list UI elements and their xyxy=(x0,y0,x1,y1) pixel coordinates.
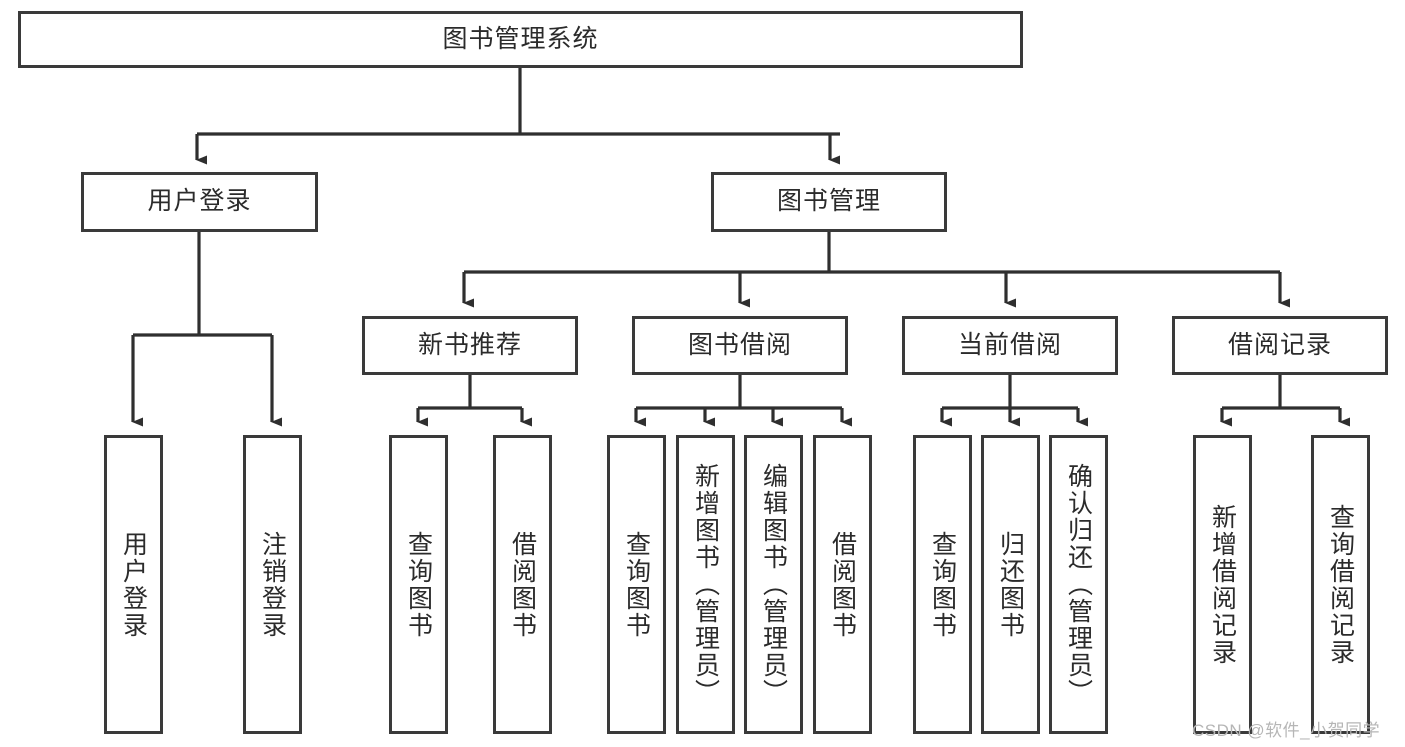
node-label: 注销登录 xyxy=(258,530,287,639)
leaf-new-book-borrow[interactable]: 借阅图书 xyxy=(493,435,552,734)
node-label: 查询图书 xyxy=(622,530,651,639)
node-borrow-record[interactable]: 借阅记录 xyxy=(1172,316,1388,375)
leaf-record-query[interactable]: 查询借阅记录 xyxy=(1311,435,1370,734)
node-label: 图书借阅 xyxy=(687,330,792,359)
node-label: 借阅图书 xyxy=(828,530,857,639)
node-label: 图书管理 xyxy=(776,187,881,216)
node-label: 确认归还（管理员） xyxy=(1064,463,1093,706)
leaf-user-login[interactable]: 用户登录 xyxy=(104,435,163,734)
node-label: 查询图书 xyxy=(928,530,957,639)
leaf-borrow-borrow-book[interactable]: 借阅图书 xyxy=(813,435,872,734)
leaf-current-return-book[interactable]: 归还图书 xyxy=(981,435,1040,734)
node-label: 编辑图书（管理员） xyxy=(759,463,788,706)
node-label: 当前借阅 xyxy=(957,330,1062,359)
node-label: 用户登录 xyxy=(119,530,148,639)
node-new-book-recommend[interactable]: 新书推荐 xyxy=(362,316,578,375)
node-book-borrow[interactable]: 图书借阅 xyxy=(632,316,848,375)
node-current-borrow[interactable]: 当前借阅 xyxy=(902,316,1118,375)
node-label: 查询借阅记录 xyxy=(1326,503,1355,666)
leaf-record-add[interactable]: 新增借阅记录 xyxy=(1193,435,1252,734)
leaf-borrow-edit-book[interactable]: 编辑图书（管理员） xyxy=(744,435,803,734)
leaf-borrow-query-book[interactable]: 查询图书 xyxy=(607,435,666,734)
node-label: 新增图书（管理员） xyxy=(691,463,720,706)
node-label: 借阅记录 xyxy=(1227,330,1332,359)
watermark-text: CSDN @软件_小贺同学 xyxy=(1192,721,1381,740)
leaf-borrow-add-book[interactable]: 新增图书（管理员） xyxy=(676,435,735,734)
leaf-new-book-query[interactable]: 查询图书 xyxy=(389,435,448,734)
node-label: 查询图书 xyxy=(404,530,433,639)
node-root-system[interactable]: 图书管理系统 xyxy=(18,11,1023,68)
node-book-manage[interactable]: 图书管理 xyxy=(711,172,947,232)
node-label: 新书推荐 xyxy=(417,330,522,359)
node-user-login[interactable]: 用户登录 xyxy=(81,172,318,232)
node-label: 图书管理系统 xyxy=(442,24,599,53)
node-label: 归还图书 xyxy=(996,530,1025,639)
node-label: 用户登录 xyxy=(147,187,252,216)
leaf-logout[interactable]: 注销登录 xyxy=(243,435,302,734)
leaf-current-confirm-return[interactable]: 确认归还（管理员） xyxy=(1049,435,1108,734)
leaf-current-query-book[interactable]: 查询图书 xyxy=(913,435,972,734)
node-label: 借阅图书 xyxy=(508,530,537,639)
node-label: 新增借阅记录 xyxy=(1208,503,1237,666)
